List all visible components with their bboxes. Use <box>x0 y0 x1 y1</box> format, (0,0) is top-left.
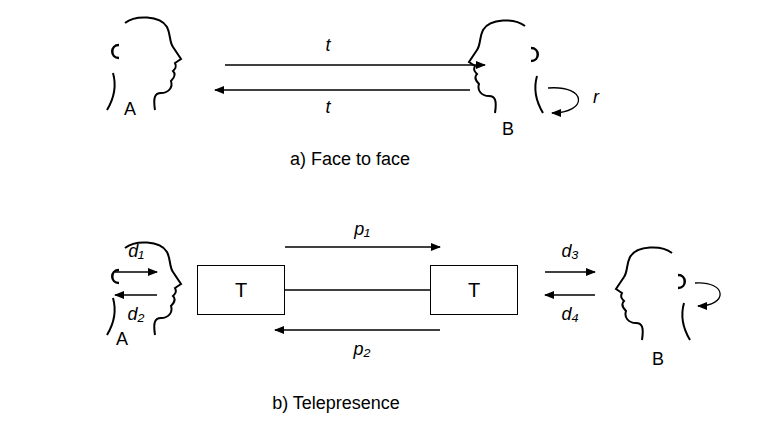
reflection-arrow <box>695 283 720 306</box>
head-a <box>107 17 181 110</box>
link-line <box>285 289 430 291</box>
delay-label: p₂ <box>354 340 371 360</box>
delay-label: t <box>325 36 330 56</box>
caption: a) Face to face <box>290 150 410 170</box>
signal-arrow <box>275 329 440 330</box>
terminal-box: T <box>430 265 518 315</box>
delay-label: d₁ <box>128 242 144 262</box>
signal-arrow <box>215 89 470 90</box>
head-b <box>616 247 690 340</box>
person-label: A <box>124 100 136 120</box>
delay-label: d₂ <box>128 305 145 325</box>
box-text: T <box>468 279 480 302</box>
signal-arrow <box>285 246 440 247</box>
person-label: B <box>502 120 514 140</box>
delay-label: d₃ <box>561 242 578 262</box>
signal-arrow <box>115 271 157 272</box>
signal-arrow <box>115 294 157 295</box>
signal-arrow <box>225 64 485 65</box>
box-text: T <box>235 279 247 302</box>
delay-label: t <box>325 98 330 118</box>
caption: b) Telepresence <box>272 394 400 414</box>
signal-arrow <box>545 271 595 272</box>
person-label: A <box>116 330 128 350</box>
reflection-arrow <box>548 88 579 113</box>
head-b <box>469 20 543 113</box>
signal-arrow <box>545 294 595 295</box>
delay-label: d₄ <box>561 305 578 325</box>
delay-label: p₁ <box>354 220 370 240</box>
reflection-label: r <box>593 88 599 108</box>
head-a <box>107 242 181 335</box>
person-label: B <box>652 350 664 370</box>
terminal-box: T <box>197 265 285 315</box>
